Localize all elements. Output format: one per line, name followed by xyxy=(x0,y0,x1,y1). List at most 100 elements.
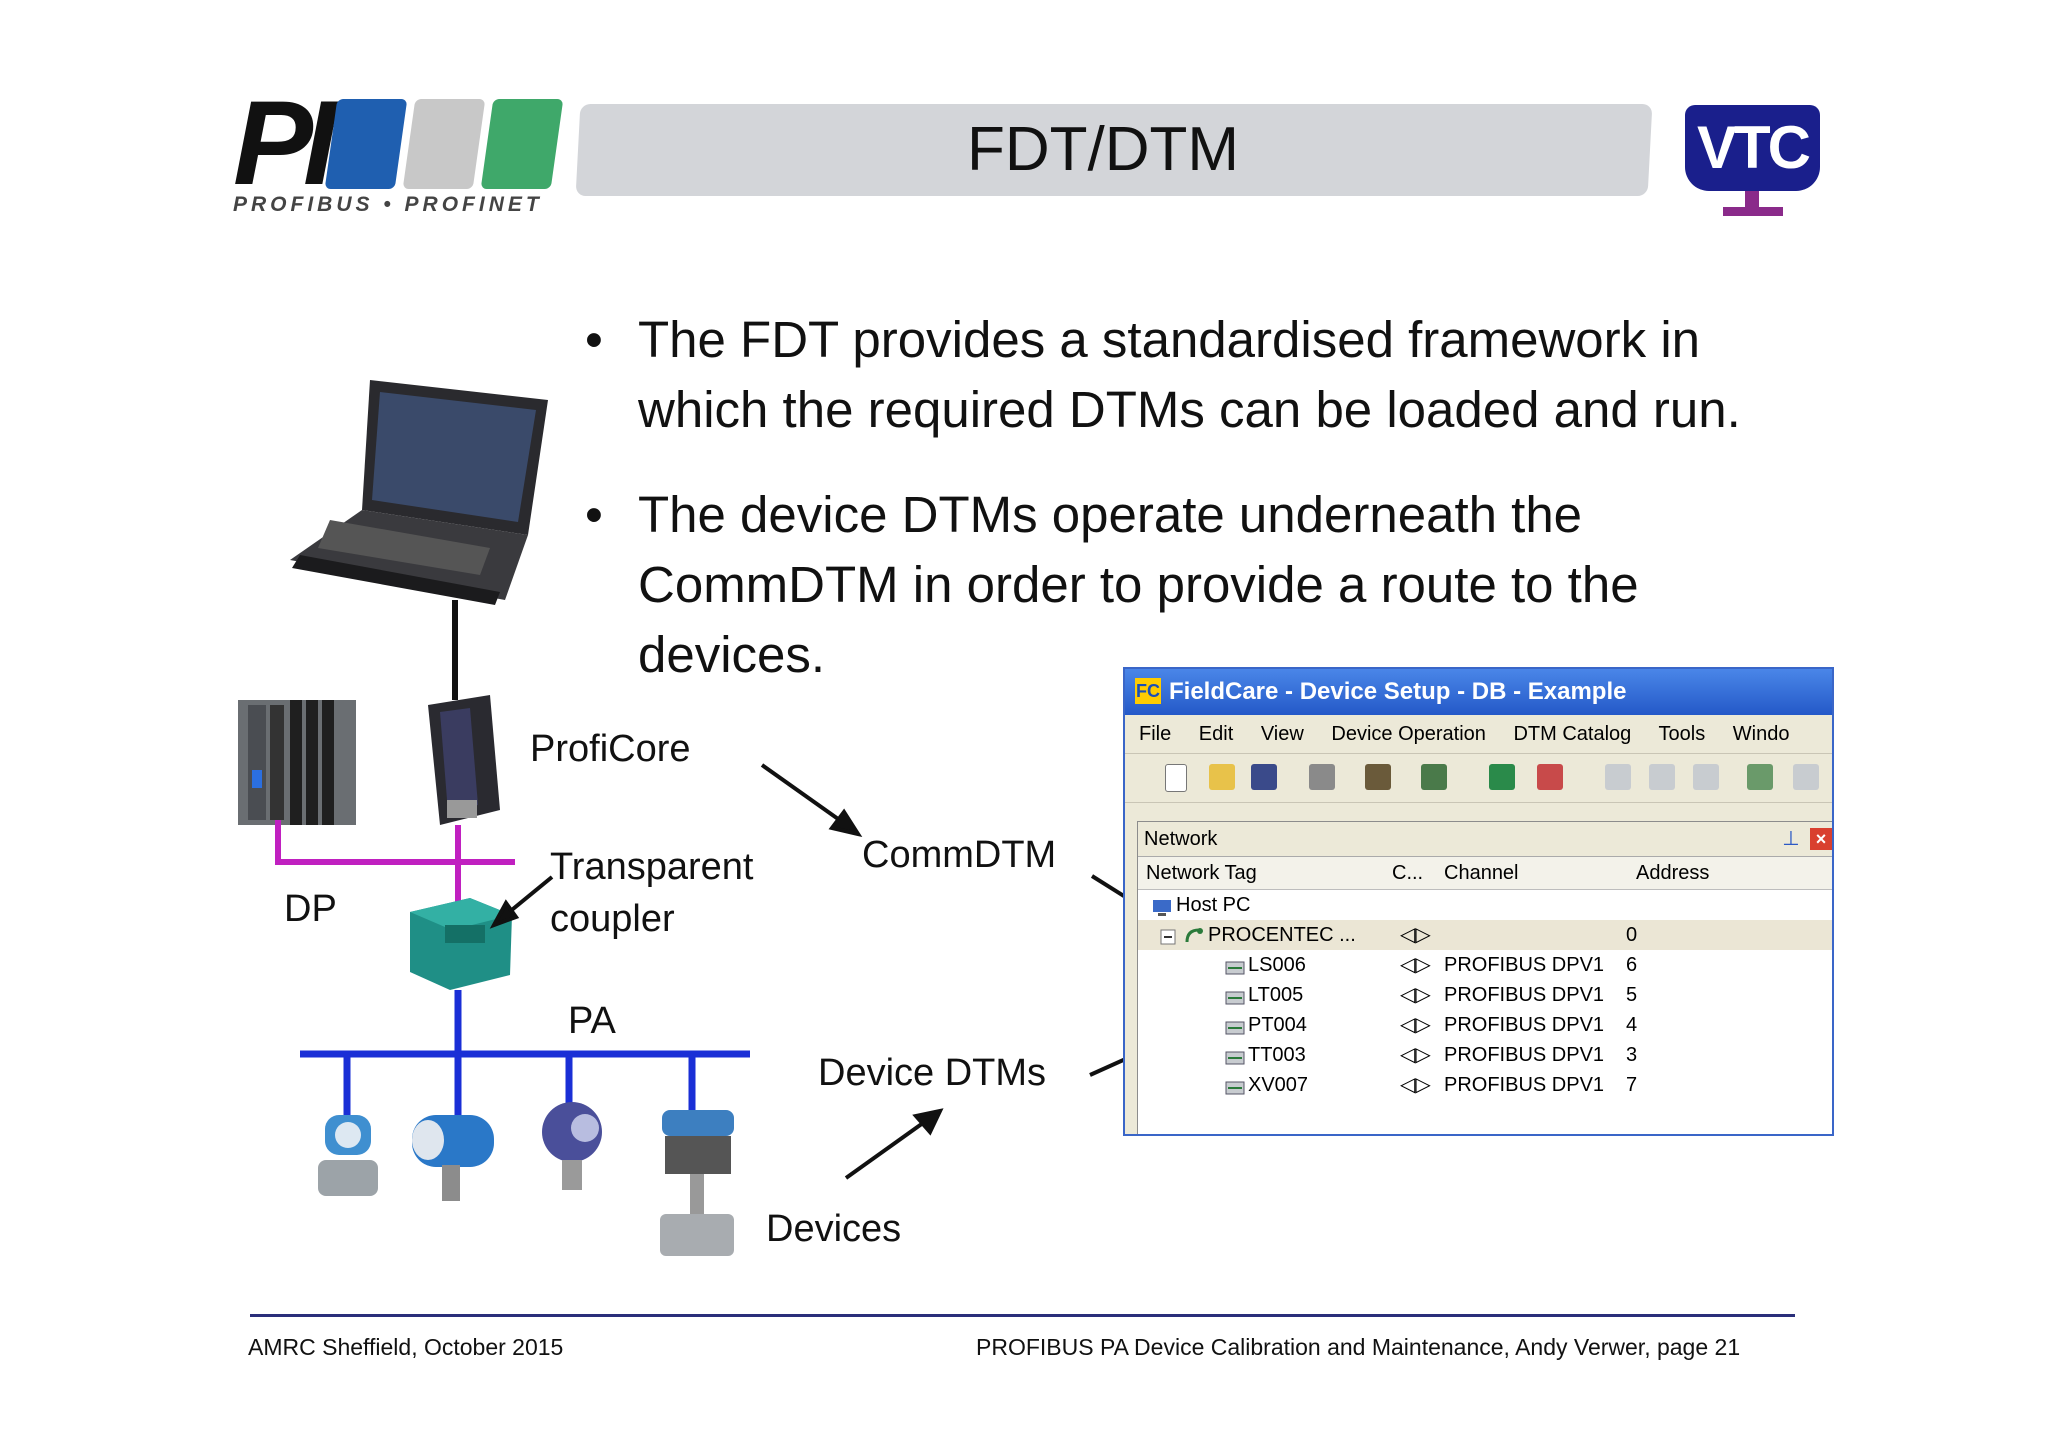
flowmeter-device-icon xyxy=(318,1115,378,1196)
vtc-logo: VTC xyxy=(1685,105,1820,191)
computer-icon xyxy=(1152,896,1172,916)
table-row[interactable]: Host PC xyxy=(1138,890,1832,920)
row-tag: PT004 xyxy=(1248,1014,1307,1036)
comm-dtm-icon xyxy=(1184,925,1204,943)
temperature-transmitter-icon xyxy=(542,1102,602,1190)
column-network-tag[interactable]: Network Tag xyxy=(1146,862,1257,884)
device-dtm-icon xyxy=(1224,986,1245,1005)
row-channel: PROFIBUS DPV1 xyxy=(1444,1044,1605,1066)
bullet-list: • The FDT provides a standardised framew… xyxy=(585,305,1825,725)
fieldcare-title-bar: FC FieldCare - Device Setup - DB - Examp… xyxy=(1125,669,1832,715)
row-tag: PROCENTEC ... xyxy=(1208,924,1356,946)
fieldcare-window: FC FieldCare - Device Setup - DB - Examp… xyxy=(1123,667,1834,1136)
menu-edit[interactable]: Edit xyxy=(1198,723,1234,745)
row-channel: PROFIBUS DPV1 xyxy=(1444,984,1605,1006)
logo-pi-text: PI xyxy=(233,76,336,210)
row-channel: PROFIBUS DPV1 xyxy=(1444,1014,1605,1036)
transparent-coupler-icon xyxy=(410,898,512,990)
table-row[interactable]: LT005 ◁▷ PROFIBUS DPV1 5 xyxy=(1138,980,1832,1010)
bullet-item: • The device DTMs operate underneath the… xyxy=(585,480,1825,690)
fieldcare-app-icon: FC xyxy=(1135,678,1161,704)
footer-left: AMRC Sheffield, October 2015 xyxy=(248,1334,564,1360)
profibus-logo: PI PROFIBUS • PROFINET xyxy=(233,83,564,220)
arrow-devices xyxy=(844,1116,932,1180)
device-dtm-icon xyxy=(1224,956,1245,975)
menu-view[interactable]: View xyxy=(1260,723,1304,745)
connection-icon: ◁▷ xyxy=(1400,924,1431,946)
save-icon[interactable] xyxy=(1251,764,1277,790)
pa-label: PA xyxy=(568,1000,616,1042)
slide-title: FDT/DTM xyxy=(966,115,1240,184)
new-file-icon[interactable] xyxy=(1165,764,1187,792)
document-icon[interactable] xyxy=(1693,764,1719,790)
network-panel: Network ⊥ × Network Tag C... Channel Add… xyxy=(1137,821,1832,1134)
more-tools-icon[interactable] xyxy=(1793,764,1819,790)
row-tag: TT003 xyxy=(1248,1044,1306,1066)
add-device-icon[interactable] xyxy=(1489,764,1515,790)
footer-right: PROFIBUS PA Device Calibration and Maint… xyxy=(976,1334,1741,1360)
devices-label: Devices xyxy=(766,1208,902,1250)
fieldcare-toolbar xyxy=(1125,754,1832,803)
device-dtm-icon xyxy=(1224,1016,1245,1035)
row-address: 6 xyxy=(1626,954,1638,976)
dp-label: DP xyxy=(284,888,337,930)
menu-file[interactable]: File xyxy=(1139,723,1172,745)
proficore-device-icon xyxy=(428,695,500,825)
connection-icon: ◁▷ xyxy=(1400,1014,1431,1036)
row-address: 4 xyxy=(1626,1014,1638,1036)
table-row[interactable]: PROCENTEC ... ◁▷ 0 xyxy=(1138,920,1832,950)
proficore-label: ProfiCore xyxy=(530,728,691,770)
connection-icon: ◁▷ xyxy=(1400,1074,1431,1096)
logo-subtitle: PROFIBUS • PROFINET xyxy=(233,193,543,216)
commdtm-label: CommDTM xyxy=(862,834,1057,876)
row-channel: PROFIBUS DPV1 xyxy=(1444,1074,1605,1096)
row-channel: PROFIBUS DPV1 xyxy=(1444,954,1605,976)
open-folder-icon[interactable] xyxy=(1209,764,1235,790)
network-panel-header: Network ⊥ × xyxy=(1138,822,1832,857)
row-address: 7 xyxy=(1626,1074,1638,1096)
pin-icon[interactable]: ⊥ xyxy=(1782,828,1800,850)
bullet-text: The device DTMs operate underneath the C… xyxy=(638,486,1639,683)
column-c[interactable]: C... xyxy=(1392,862,1424,884)
connect-icon[interactable] xyxy=(1421,764,1447,790)
column-channel[interactable]: Channel xyxy=(1444,862,1519,884)
menu-device-operation[interactable]: Device Operation xyxy=(1331,723,1486,745)
print-icon[interactable] xyxy=(1309,764,1335,790)
table-row[interactable]: XV007 ◁▷ PROFIBUS DPV1 7 xyxy=(1138,1070,1832,1100)
footer-divider xyxy=(250,1314,1795,1317)
device-dtm-icon xyxy=(1224,1046,1245,1065)
table-row[interactable]: LS006 ◁▷ PROFIBUS DPV1 6 xyxy=(1138,950,1832,980)
device-dtms-label: Device DTMs xyxy=(818,1052,1047,1094)
upload-icon[interactable] xyxy=(1605,764,1631,790)
bullet-icon: • xyxy=(585,311,603,368)
table-row[interactable]: TT003 ◁▷ PROFIBUS DPV1 3 xyxy=(1138,1040,1832,1070)
row-address: 0 xyxy=(1626,924,1638,946)
remove-device-icon[interactable] xyxy=(1537,764,1563,790)
bullet-text: The FDT provides a standardised framewor… xyxy=(638,311,1741,438)
bullet-icon: • xyxy=(585,486,603,543)
menu-dtm-catalog[interactable]: DTM Catalog xyxy=(1513,723,1632,745)
menu-tools[interactable]: Tools xyxy=(1658,723,1706,745)
row-address: 5 xyxy=(1626,984,1638,1006)
vtc-logo-base xyxy=(1723,207,1783,216)
network-panel-title: Network xyxy=(1144,828,1218,850)
fieldcare-menu-bar: File Edit View Device Operation DTM Cata… xyxy=(1125,715,1832,754)
scan-network-icon[interactable] xyxy=(1747,764,1773,790)
control-valve-icon xyxy=(660,1110,734,1256)
column-address[interactable]: Address xyxy=(1636,862,1710,884)
fieldcare-title: FieldCare - Device Setup - DB - Example xyxy=(1169,678,1627,705)
menu-window[interactable]: Windo xyxy=(1732,723,1790,745)
connection-icon: ◁▷ xyxy=(1400,1044,1431,1066)
diagram-arrows xyxy=(489,763,1193,1180)
close-icon[interactable]: × xyxy=(1810,828,1832,850)
collapse-icon[interactable] xyxy=(1160,926,1180,945)
connection-icon: ◁▷ xyxy=(1400,954,1431,976)
row-tag: LS006 xyxy=(1248,954,1306,976)
table-row[interactable]: PT004 ◁▷ PROFIBUS DPV1 4 xyxy=(1138,1010,1832,1040)
toolbox-icon[interactable] xyxy=(1365,764,1391,790)
network-column-headers: Network Tag C... Channel Address xyxy=(1138,857,1832,890)
download-icon[interactable] xyxy=(1649,764,1675,790)
coupler-label: coupler xyxy=(550,898,675,940)
transparent-label: Transparent xyxy=(550,846,754,888)
